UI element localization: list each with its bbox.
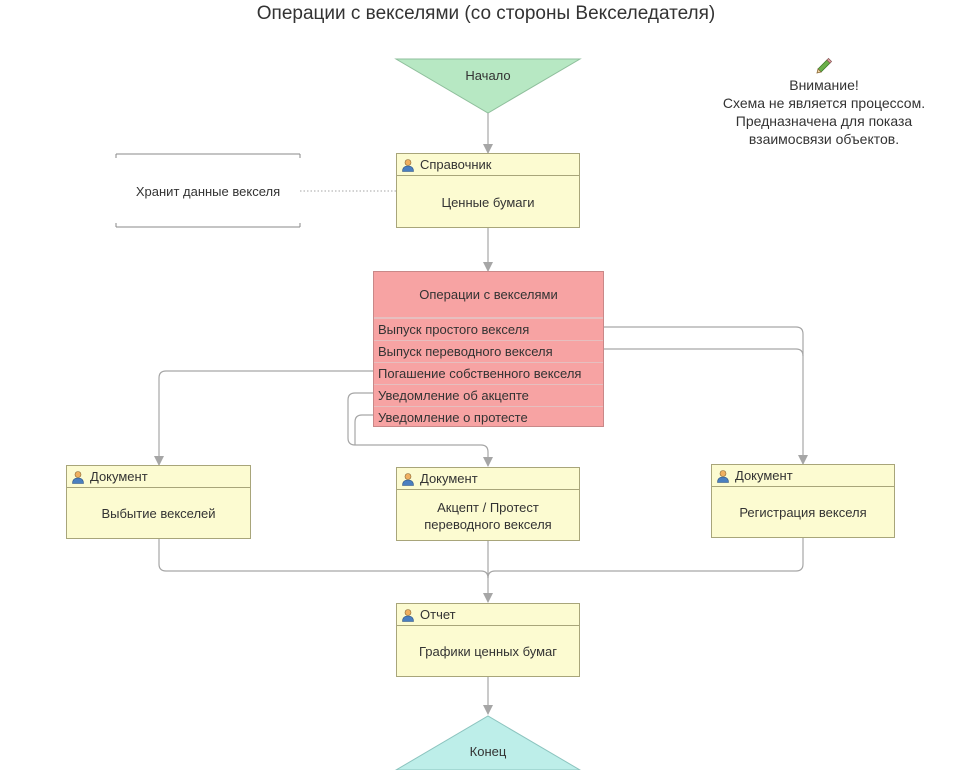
report-name: Графики ценных бумаг [418,644,558,659]
note-text: Хранит данные векселя [135,183,281,199]
operation-item[interactable]: Выпуск переводного векселя [374,340,603,362]
pencil-icon [816,57,833,74]
doc-name: Акцепт / Протест переводного векселя [424,499,552,532]
operations-title: Операции с векселями [374,272,603,318]
end-label: Конец [469,744,507,759]
warning-line-2: Схема не является процессом. [722,95,926,111]
operations-box[interactable]: Операции с векселями Выпуск простого век… [373,271,604,427]
doc-box-accept-protest[interactable]: Документ Акцепт / Протест переводного ве… [396,467,580,541]
doc-header: Документ [67,466,250,488]
catalog-type: Справочник [420,157,492,172]
note-bracket [115,153,301,228]
warning-note: Внимание! Схема не является процессом. П… [700,56,948,148]
operation-item[interactable]: Выпуск простого векселя [374,318,603,340]
doc-header: Документ [712,465,894,487]
end-shape [395,715,581,770]
doc-box-registration[interactable]: Документ Регистрация векселя [711,464,895,538]
report-header: Отчет [397,604,579,626]
warning-line-3: Предназначена для показа [735,113,913,129]
doc-header: Документ [397,468,579,490]
report-box[interactable]: Отчет Графики ценных бумаг [396,603,580,677]
user-icon [402,608,414,622]
catalog-header: Справочник [397,154,579,176]
doc-box-disposal[interactable]: Документ Выбытие векселей [66,465,251,539]
doc-name: Выбытие векселей [101,506,216,521]
user-icon [72,470,84,484]
note-comment: Хранит данные векселя [116,154,300,228]
user-icon [717,469,729,483]
user-icon [402,472,414,486]
doc-type: Документ [735,468,793,483]
doc-name: Регистрация векселя [739,505,867,520]
warning-line-4: взаимосвязи объектов. [748,131,900,147]
operation-item[interactable]: Уведомление об акцепте [374,384,603,406]
diagram-title: Операции с векселями (со стороны Векселе… [256,3,716,24]
catalog-box[interactable]: Справочник Ценные бумаги [396,153,580,228]
doc-type: Документ [420,471,478,486]
start-label: Начало [465,68,511,83]
start-shape [394,58,582,114]
operation-item[interactable]: Погашение собственного векселя [374,362,603,384]
catalog-name: Ценные бумаги [441,194,535,210]
operation-item[interactable]: Уведомление о протесте [374,406,603,428]
doc-type: Документ [90,469,148,484]
warning-line-1: Внимание! [789,77,859,93]
report-type: Отчет [420,607,456,622]
user-icon [402,158,414,172]
